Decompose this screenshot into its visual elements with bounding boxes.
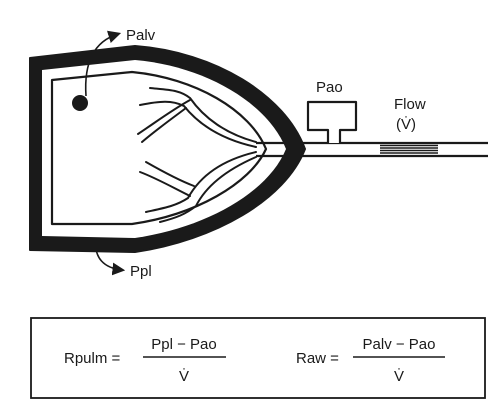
- raw-lhs: Raw =: [296, 350, 339, 367]
- pao-label: Pao: [316, 79, 343, 96]
- ppl-label: Ppl: [130, 263, 152, 280]
- flow-symbol: (V̇): [396, 116, 416, 133]
- rpulm-denominator: V̇: [179, 368, 189, 385]
- pao-pressure-port: [306, 100, 358, 143]
- raw-denominator: V̇: [394, 368, 404, 385]
- lung: [50, 70, 268, 226]
- raw-numerator: Palv − Pao: [363, 336, 436, 353]
- raw-equation: Raw = Palv − Pao V̇: [296, 336, 445, 385]
- equations-box: [30, 317, 486, 399]
- palv-label: Palv: [126, 27, 156, 44]
- alveolus-dot: [72, 95, 88, 111]
- flow-sensor: [380, 144, 438, 154]
- rpulm-numerator: Ppl − Pao: [151, 336, 216, 353]
- ppl-arrow: [95, 239, 126, 276]
- airway-tube: [256, 141, 488, 158]
- flow-label: Flow: [394, 96, 426, 113]
- palv-arrow: [84, 30, 122, 97]
- rpulm-lhs: Rpulm =: [64, 350, 121, 367]
- rpulm-equation: Rpulm = Ppl − Pao V̇: [64, 336, 226, 385]
- airway-tree: [137, 87, 257, 223]
